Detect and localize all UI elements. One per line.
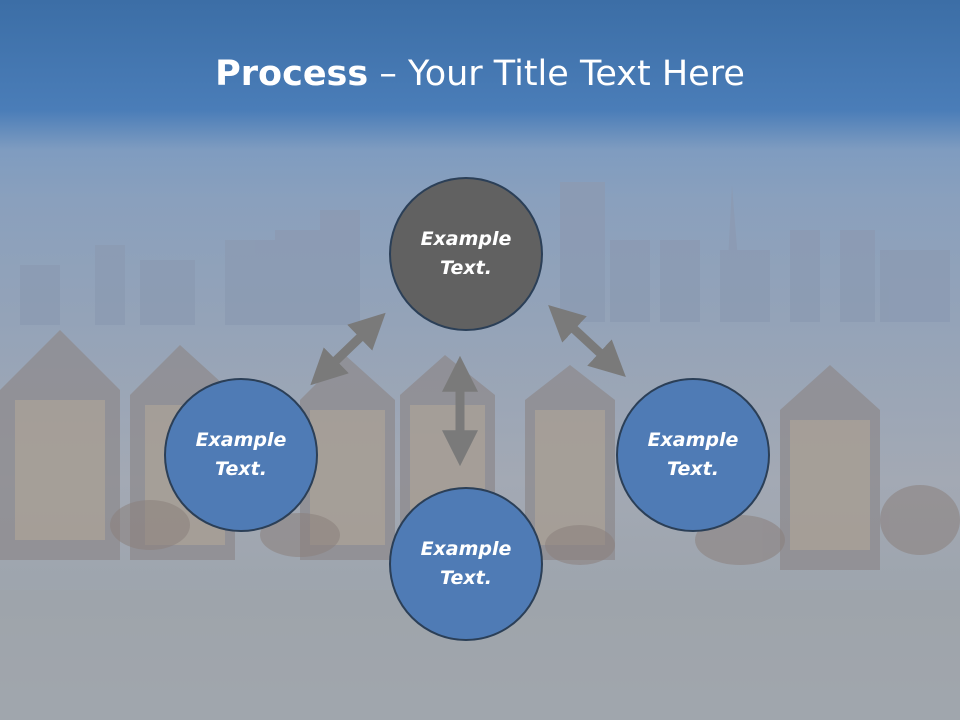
process-node-top: Example Text. — [389, 177, 543, 331]
node-left-label: Example Text. — [195, 429, 287, 480]
node-bottom-label: Example Text. — [420, 538, 512, 589]
arrow-top-right — [548, 304, 626, 378]
arrow-top-left — [310, 312, 386, 386]
process-node-left: Example Text. — [164, 378, 318, 532]
node-right-label: Example Text. — [647, 429, 739, 480]
title-rest-part: – Your Title Text Here — [368, 54, 745, 94]
title-bold-part: Process — [215, 54, 369, 94]
slide-title: Process – Your Title Text Here — [0, 52, 960, 96]
node-top-label: Example Text. — [420, 228, 512, 279]
process-node-right: Example Text. — [616, 378, 770, 532]
process-node-bottom: Example Text. — [389, 487, 543, 641]
